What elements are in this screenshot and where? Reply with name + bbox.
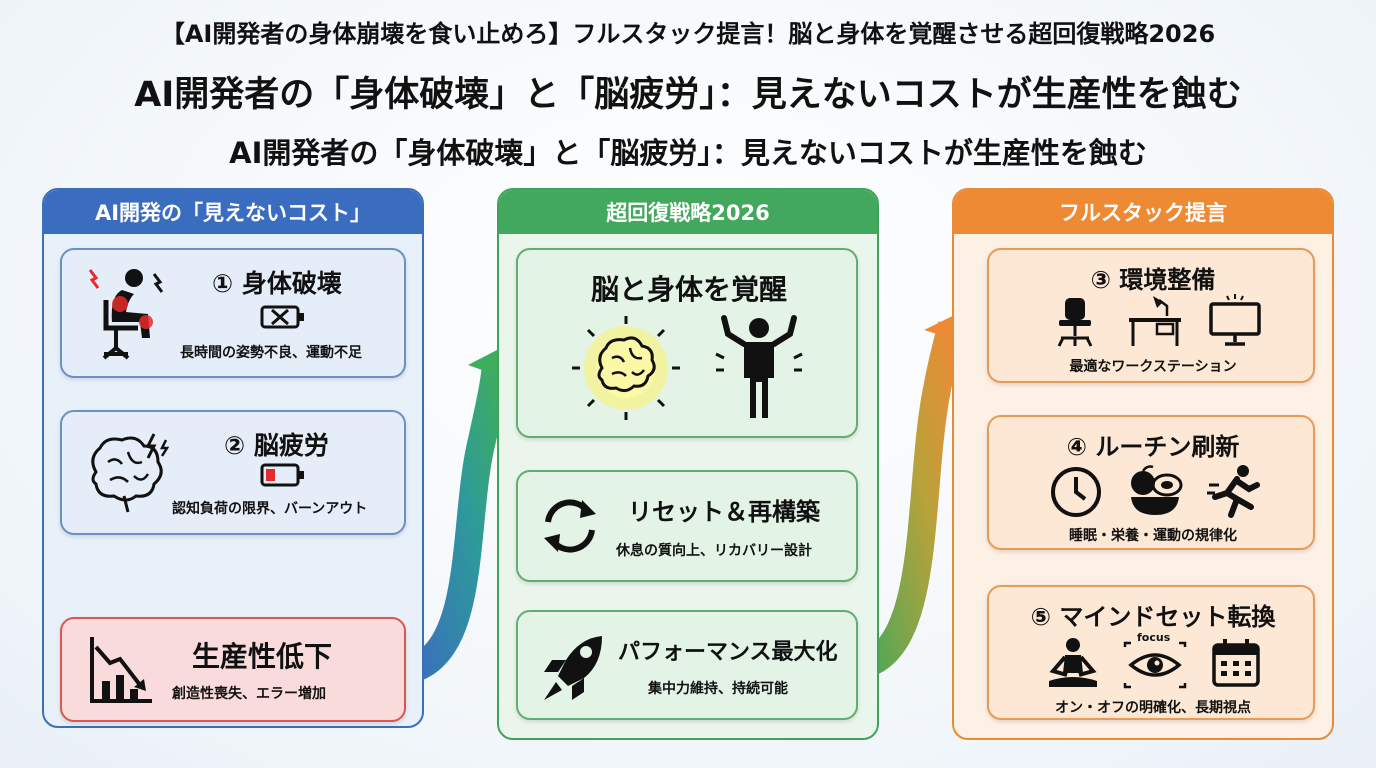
card-desc: 睡眠・栄養・運動の規律化: [1069, 528, 1237, 544]
card-title: ④ ルーチン刷新: [1066, 433, 1240, 461]
card-title: ③ 環境整備: [1090, 266, 1216, 294]
card-mindset: ⑤ マインドセット転換 focus オン・オフの明確化、長期視点: [987, 585, 1315, 720]
refresh-icon: [544, 499, 596, 553]
card-title: 脳と身体を覚醒: [590, 273, 787, 306]
clock-icon: [1051, 467, 1101, 517]
focus-label: focus: [1137, 631, 1171, 644]
eye-focus-icon: [1123, 641, 1187, 689]
desk-lamp-icon: [1129, 296, 1181, 346]
card-productivity-decline: 生産性低下 創造性喪失、エラー増加: [60, 617, 406, 722]
panel-header: 超回復戦略2026: [499, 190, 877, 234]
sub-title: AI開発者の「身体破壊」と「脳疲労」：見えないコストが生産性を蝕む: [229, 136, 1147, 170]
card-desc: オン・オフの明確化、長期視点: [1055, 700, 1251, 716]
card-title: ① 身体破壊: [212, 269, 342, 298]
office-chair-icon: [1057, 298, 1093, 347]
battery-low-icon: [260, 463, 304, 487]
glowing-brain-icon: [572, 316, 680, 420]
meditation-icon: [1049, 638, 1097, 687]
card-body-damage: ① 身体破壊 長時間の姿勢不良、運動不足: [60, 248, 406, 378]
card-awaken: 脳と身体を覚醒: [516, 248, 858, 438]
main-title: AI開発者の「身体破壊」と「脳疲労」：見えないコストが生産性を蝕む: [134, 75, 1242, 115]
card-performance-max: パフォーマンス最大化 集中力維持、持続可能: [516, 610, 858, 720]
card-desc: 休息の質向上、リカバリー設計: [616, 543, 812, 559]
rocket-icon: [544, 636, 602, 700]
card-brain-fatigue: ② 脳疲労 認知負荷の限界、バーンアウト: [60, 410, 406, 535]
card-desc: 創造性喪失、エラー増加: [172, 686, 326, 702]
headline: 【AI開発者の身体崩壊を食い止めろ】フルスタック提言！脳と身体を覚醒させる超回復…: [160, 20, 1216, 48]
card-reset-rebuild: リセット＆再構築 休息の質向上、リカバリー設計: [516, 470, 858, 582]
card-desc: 長時間の姿勢不良、運動不足: [180, 345, 362, 361]
card-desc: 集中力維持、持続可能: [648, 681, 788, 697]
brain-lightning-icon: [91, 433, 170, 513]
card-title: リセット＆再構築: [628, 498, 820, 526]
panel-header: フルスタック提言: [954, 190, 1332, 234]
energized-person-icon: [715, 315, 803, 418]
card-desc: 最適なワークステーション: [1069, 359, 1237, 375]
card-environment: ③ 環境整備 最適なワークステーション: [987, 248, 1315, 383]
card-title: ⑤ マインドセット転換: [1030, 603, 1276, 631]
card-title: 生産性低下: [192, 640, 333, 673]
card-routine: ④ ルーチン刷新 睡眠・栄養・運動の規律化: [987, 415, 1315, 550]
panel-header: AI開発の「見えないコスト」: [44, 190, 422, 234]
card-desc: 認知負荷の限界、バーンアウト: [172, 501, 368, 517]
sitting-pain-icon: [88, 269, 164, 360]
food-icon: [1131, 465, 1183, 515]
calendar-icon: [1212, 639, 1260, 687]
declining-chart-icon: [90, 637, 152, 703]
battery-empty-icon: [260, 305, 304, 329]
card-title: ② 脳疲労: [224, 431, 329, 460]
running-icon: [1207, 465, 1260, 518]
card-title: パフォーマンス最大化: [618, 640, 838, 665]
monitor-icon: [1209, 294, 1261, 346]
